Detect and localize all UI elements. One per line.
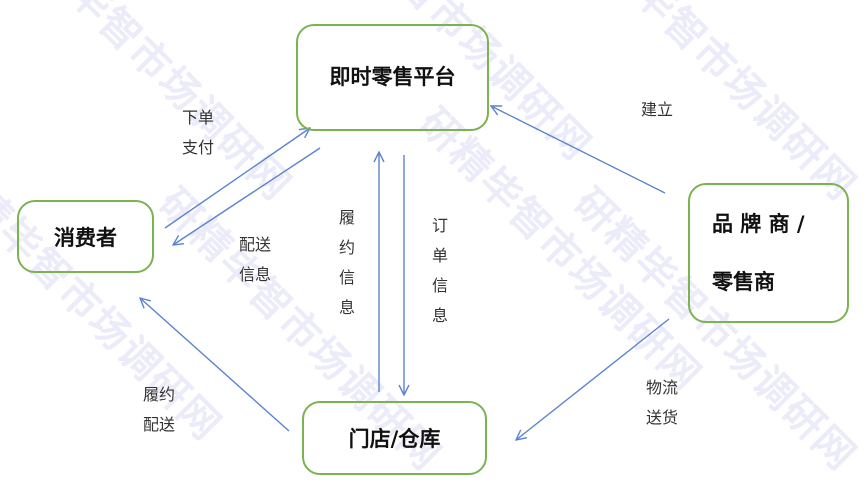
edge-label-fulfillment-delivery: 履约 配送 (143, 380, 175, 440)
arrow-consumer-to-platform (164, 128, 310, 229)
edge-label-establish: 建立 (641, 100, 674, 119)
node-brand-label-line2: 零售商 (712, 270, 775, 294)
node-store-label: 门店/仓库 (348, 427, 441, 451)
edge-label-line: 配送 (143, 415, 176, 434)
node-consumer-label: 消费者 (54, 225, 117, 250)
edge-label-line: 履约 (143, 385, 176, 404)
edge-label-line: 信息 (239, 265, 272, 284)
edge-label-line: 下单 (182, 108, 215, 127)
edge-label-line: 配送 (239, 235, 272, 254)
node-brand-retailer: 品 牌 商 / 零售商 (688, 183, 849, 323)
edge-label-order-pay: 下单 支付 (182, 103, 214, 163)
node-platform: 即时零售平台 (296, 24, 489, 131)
edge-label-line: 支付 (182, 138, 215, 157)
node-consumer: 消费者 (17, 200, 154, 273)
edge-label-delivery-info: 配送 信息 (239, 230, 271, 290)
arrow-brand-to-store (516, 318, 670, 440)
edge-label-line: 送货 (646, 408, 679, 427)
edge-label-order-info: 订单信息 (431, 216, 448, 325)
edge-label-fulfillment-info: 履约信息 (338, 208, 355, 317)
edge-label-logistics: 物流 送货 (646, 373, 678, 433)
node-platform-label: 即时零售平台 (329, 64, 456, 89)
arrow-store-to-consumer (140, 298, 290, 432)
arrow-brand-to-platform (491, 106, 666, 194)
node-brand-label-line1: 品 牌 商 / (712, 212, 805, 236)
arrow-platform-to-consumer (173, 147, 321, 245)
node-store-warehouse: 门店/仓库 (302, 401, 487, 475)
edge-label-line: 物流 (646, 378, 679, 397)
